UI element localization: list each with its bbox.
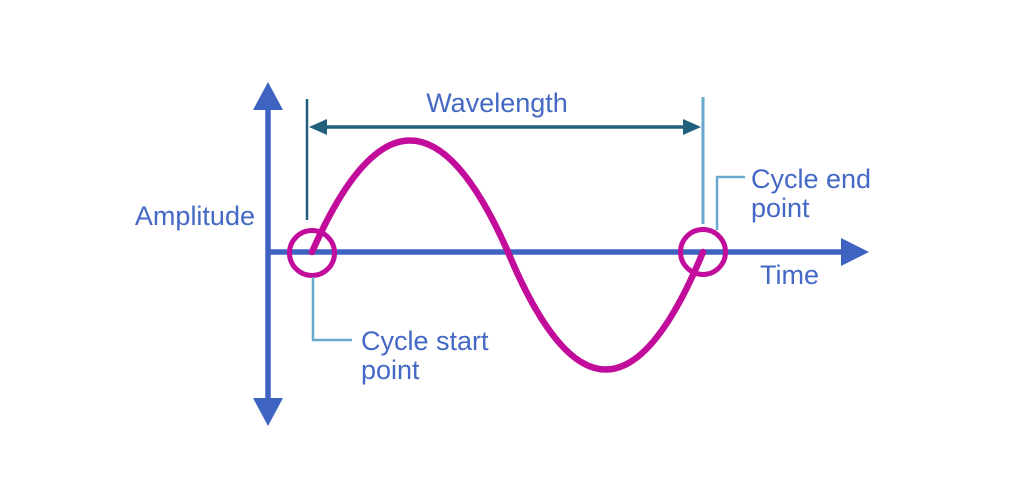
cycle-start-label-line2: point	[361, 355, 420, 385]
cycle-start-connector	[311, 277, 352, 342]
wavelength-arrow	[309, 119, 701, 135]
wavelength-label: Wavelength	[426, 88, 568, 118]
arrow-down-icon	[253, 398, 283, 426]
cycle-end-connector	[715, 175, 745, 230]
cycle-start-label: Cycle start point	[361, 327, 489, 385]
time-axis	[266, 238, 869, 266]
time-label: Time	[760, 260, 819, 290]
sine-wave-curve	[308, 137, 707, 373]
cycle-start-marker	[287, 228, 337, 278]
cycle-end-label-line1: Cycle end	[751, 164, 872, 194]
cycle-end-label-line2: point	[751, 193, 810, 223]
arrow-right-icon	[841, 238, 869, 266]
arrow-right-icon	[683, 119, 701, 135]
amplitude-label: Amplitude	[134, 201, 255, 231]
cycle-end-label: Cycle end point	[751, 165, 871, 223]
arrow-up-icon	[253, 82, 283, 110]
cycle-end-marker	[678, 227, 728, 277]
cycle-start-label-line1: Cycle start	[361, 326, 489, 356]
arrow-left-icon	[309, 119, 327, 135]
